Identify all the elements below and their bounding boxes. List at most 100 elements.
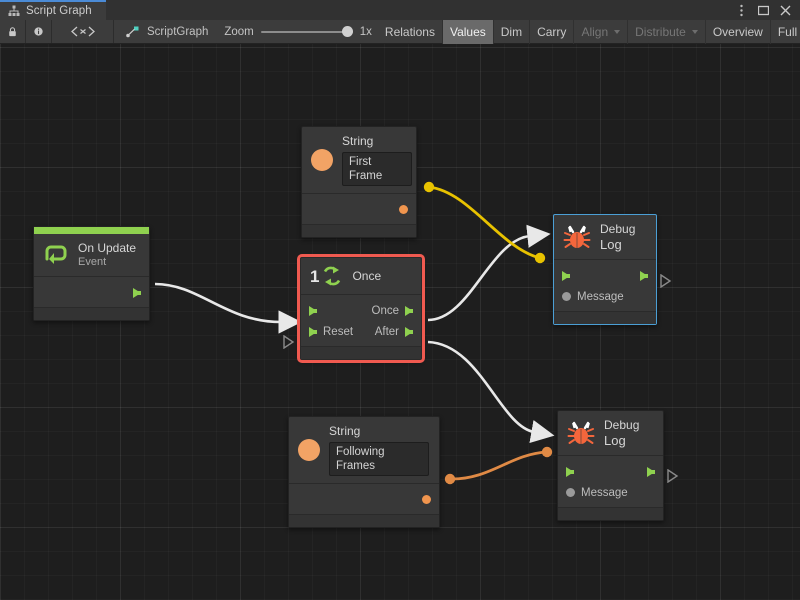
flow-arrow-icon <box>566 466 574 477</box>
node-footer <box>301 346 421 359</box>
node-once[interactable]: 1 Once O <box>297 254 425 363</box>
toolbar-item-label: Relations <box>384 24 435 39</box>
port-output-trigger[interactable] <box>133 287 141 298</box>
code-brackets-icon[interactable] <box>52 20 114 43</box>
zoom-slider[interactable] <box>260 25 353 39</box>
value-port-dot-icon <box>566 488 575 498</box>
flow-arrow-icon <box>309 305 317 316</box>
string-value-input[interactable]: Following Frames <box>329 441 429 476</box>
port-row-flow <box>554 265 656 286</box>
edge-after-to-debug-bottom <box>427 340 555 444</box>
breadcrumb-label: ScriptGraph <box>147 25 209 38</box>
toolbar-item-dim[interactable]: Dim <box>494 19 531 44</box>
port-output-once[interactable]: Once <box>372 305 413 317</box>
node-body <box>302 194 416 224</box>
node-body <box>289 484 439 514</box>
chevron-down-icon <box>691 29 698 34</box>
port-input-enter[interactable] <box>562 270 570 281</box>
node-title: Debug <box>600 222 636 236</box>
close-icon[interactable] <box>779 4 792 17</box>
edge-once-to-debug-top <box>427 224 551 322</box>
value-port-dot-icon <box>422 494 431 504</box>
edge-dot-orange-out <box>444 473 456 485</box>
tab-script-graph[interactable]: Script Graph <box>0 0 106 20</box>
toolbar-item-relations[interactable]: Relations <box>378 19 443 44</box>
node-subtitle: Log <box>600 236 622 252</box>
unconnected-flow-out-icon[interactable] <box>667 469 679 483</box>
breadcrumb[interactable]: ScriptGraph <box>114 20 218 43</box>
port-row <box>302 199 416 220</box>
toolbar-item-overview[interactable]: Overview <box>706 19 771 44</box>
port-input-message[interactable]: Message <box>562 291 624 303</box>
maximize-icon[interactable] <box>757 4 770 17</box>
port-label: Message <box>577 290 624 303</box>
toolbar-item-label: Full Screen <box>777 24 800 39</box>
flow-arrow-icon <box>405 326 413 337</box>
node-title-block: Debug Log <box>604 418 639 448</box>
flow-arrow-icon <box>133 287 141 298</box>
node-footer <box>558 507 663 521</box>
node-string-first-frame[interactable]: String First Frame <box>301 126 417 238</box>
node-title-block: Once <box>352 269 381 284</box>
zoom-value: 1x <box>359 25 372 38</box>
lock-icon[interactable] <box>0 20 26 43</box>
flow-arrow-icon <box>309 326 317 337</box>
port-input-reset[interactable]: Reset <box>309 326 353 338</box>
node-title-block: String First Frame <box>342 134 412 186</box>
node-debug-log-top[interactable]: Debug Log Message <box>553 214 672 326</box>
node-title: String <box>342 134 374 148</box>
info-icon[interactable] <box>26 20 52 43</box>
port-output-exit[interactable] <box>640 270 648 281</box>
port-input-enter[interactable] <box>566 466 574 477</box>
toolbar-item-label: Overview <box>712 24 763 39</box>
unconnected-flow-in-reset-icon[interactable] <box>283 335 295 349</box>
node-string-following-frames[interactable]: String Following Frames <box>288 416 440 528</box>
node-footer <box>289 513 439 527</box>
node-debug-log-bottom[interactable]: Debug Log Message <box>557 410 679 522</box>
port-output-exit[interactable] <box>647 466 655 477</box>
toolbar-item-full-screen[interactable]: Full Screen <box>771 20 800 44</box>
port-input-message[interactable]: Message <box>566 487 628 499</box>
port-output-value[interactable] <box>399 204 408 214</box>
edge-onupdate-to-once <box>154 282 302 334</box>
edge-string2-to-message-bottom <box>449 450 548 481</box>
flow-arrow-icon <box>562 270 570 281</box>
port-output-value[interactable] <box>422 494 431 504</box>
port-output-after[interactable]: After <box>375 326 413 338</box>
node-title-block: Debug Log <box>600 222 635 252</box>
node-title: On Update <box>78 241 137 255</box>
graph-hierarchy-icon <box>8 5 20 17</box>
flow-arrow-icon <box>647 466 655 477</box>
window-controls <box>735 0 800 20</box>
node-subtitle: Event <box>78 255 107 268</box>
toolbar-item-label: Carry <box>537 24 567 39</box>
toolbar-item-label: Values <box>449 24 486 39</box>
toolbar-item-values[interactable]: Values <box>442 19 494 44</box>
kebab-menu-icon[interactable] <box>735 4 748 17</box>
port-row-reset-after: Reset After <box>301 321 421 342</box>
toolbar-item-label: Dim <box>500 24 523 39</box>
node-footer <box>302 223 416 237</box>
toolbar-item-carry[interactable]: Carry <box>530 19 575 44</box>
toolbar-item-distribute[interactable]: Distribute <box>628 19 706 44</box>
node-on-update[interactable]: On Update Event <box>33 226 150 322</box>
zoom-slider-knob[interactable] <box>341 26 353 37</box>
node-header: 1 Once <box>301 258 421 295</box>
node-footer <box>554 311 656 325</box>
once-count-label: 1 <box>310 266 320 286</box>
flow-arrow-icon <box>640 270 648 281</box>
edge-dot-yellow-out <box>423 181 435 193</box>
zoom-label: Zoom <box>224 25 254 38</box>
toolbar-item-label: Distribute <box>635 24 686 39</box>
graph-canvas[interactable]: On Update Event String First <box>0 44 800 600</box>
node-title-block: String Following Frames <box>329 424 429 476</box>
string-value-input[interactable]: First Frame <box>342 151 412 186</box>
node-footer <box>34 307 149 321</box>
edge-dot-yellow-in <box>534 252 546 264</box>
unconnected-flow-out-icon[interactable] <box>660 274 672 288</box>
edge-string1-to-message-top <box>428 185 541 260</box>
toolbar-item-align[interactable]: Align <box>574 19 629 44</box>
titlebar-spacer <box>106 0 735 20</box>
port-label: After <box>374 325 399 338</box>
port-input-enter[interactable] <box>309 305 317 316</box>
